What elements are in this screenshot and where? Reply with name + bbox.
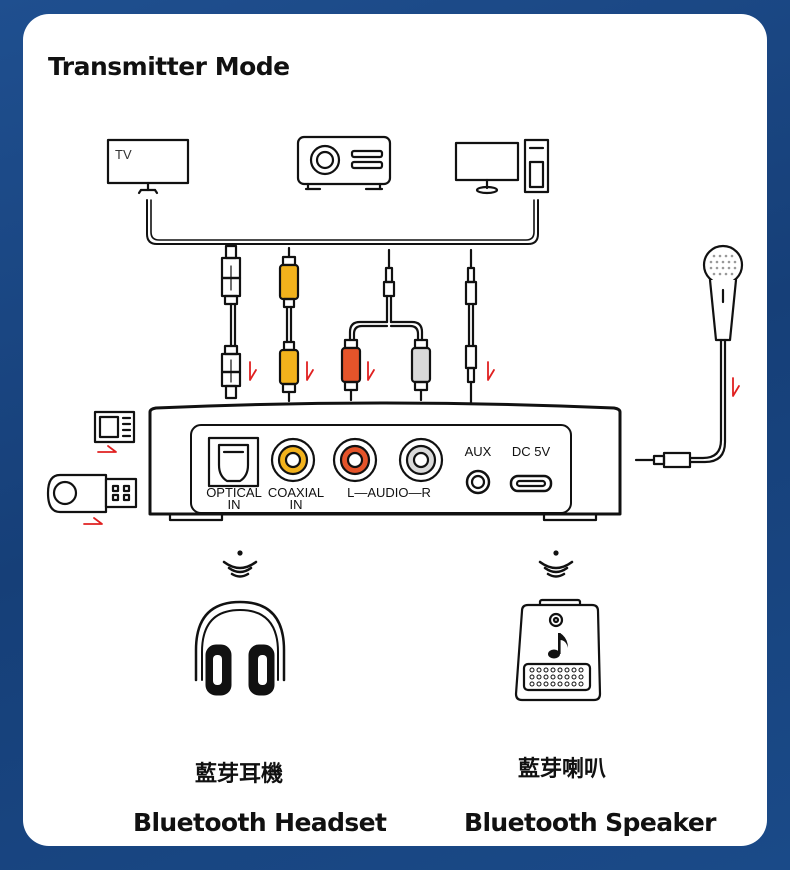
arrow-usb [83, 517, 103, 525]
headset-english-label: Bluetooth Headset [133, 808, 387, 837]
aux-cable [464, 248, 478, 406]
coaxial-port [270, 437, 316, 483]
headset-chinese-label: 藍芽耳機 [195, 762, 284, 787]
desktop-computer-icon [454, 138, 550, 195]
optical-label-text: OPTICAL [206, 485, 262, 500]
arrow-mic [732, 377, 740, 397]
arrow-coaxial [306, 361, 314, 381]
wireless-signal-icon [538, 550, 574, 578]
headphones-icon [194, 600, 286, 696]
page-title: Transmitter Mode [48, 52, 290, 81]
tv-icon [106, 138, 190, 195]
projector-icon [296, 135, 392, 191]
dc-port [509, 474, 553, 493]
arrow-aux [487, 361, 495, 381]
dc-port-label: DC 5V [511, 444, 551, 459]
music-note-icon [548, 633, 568, 659]
coaxial-cable [278, 246, 300, 403]
speaker-chinese-label: 藍芽喇叭 [518, 757, 607, 782]
rca-left-port [332, 437, 378, 483]
speaker-english-label: Bluetooth Speaker [464, 808, 717, 837]
sd-card-icon [93, 410, 136, 444]
aux-port-label: AUX [464, 444, 492, 459]
usb-drive-icon [46, 473, 138, 514]
optical-port [207, 436, 260, 488]
coaxial-sub-label: IN [289, 497, 303, 512]
coaxial-port-label: COAXIAL IN [266, 485, 326, 512]
arrow-sd [97, 445, 117, 453]
arrow-optical [249, 361, 257, 381]
wireless-signal-icon [222, 550, 258, 578]
microphone-icon [634, 244, 744, 469]
optical-cable [220, 244, 242, 400]
aux-to-rca-cable [340, 248, 432, 402]
rca-right-port [398, 437, 444, 483]
coaxial-label-text: COAXIAL [267, 485, 325, 500]
aux-port [465, 469, 491, 495]
optical-port-label: OPTICAL IN [205, 485, 263, 512]
audio-port-label: L—AUDIO—R [347, 485, 431, 500]
speaker-grille [529, 667, 584, 687]
tv-label: TV [115, 147, 132, 162]
microphone-mesh [709, 254, 737, 276]
direction-arrows [83, 361, 740, 525]
optical-sub-label: IN [227, 497, 241, 512]
arrow-rca [367, 361, 375, 381]
